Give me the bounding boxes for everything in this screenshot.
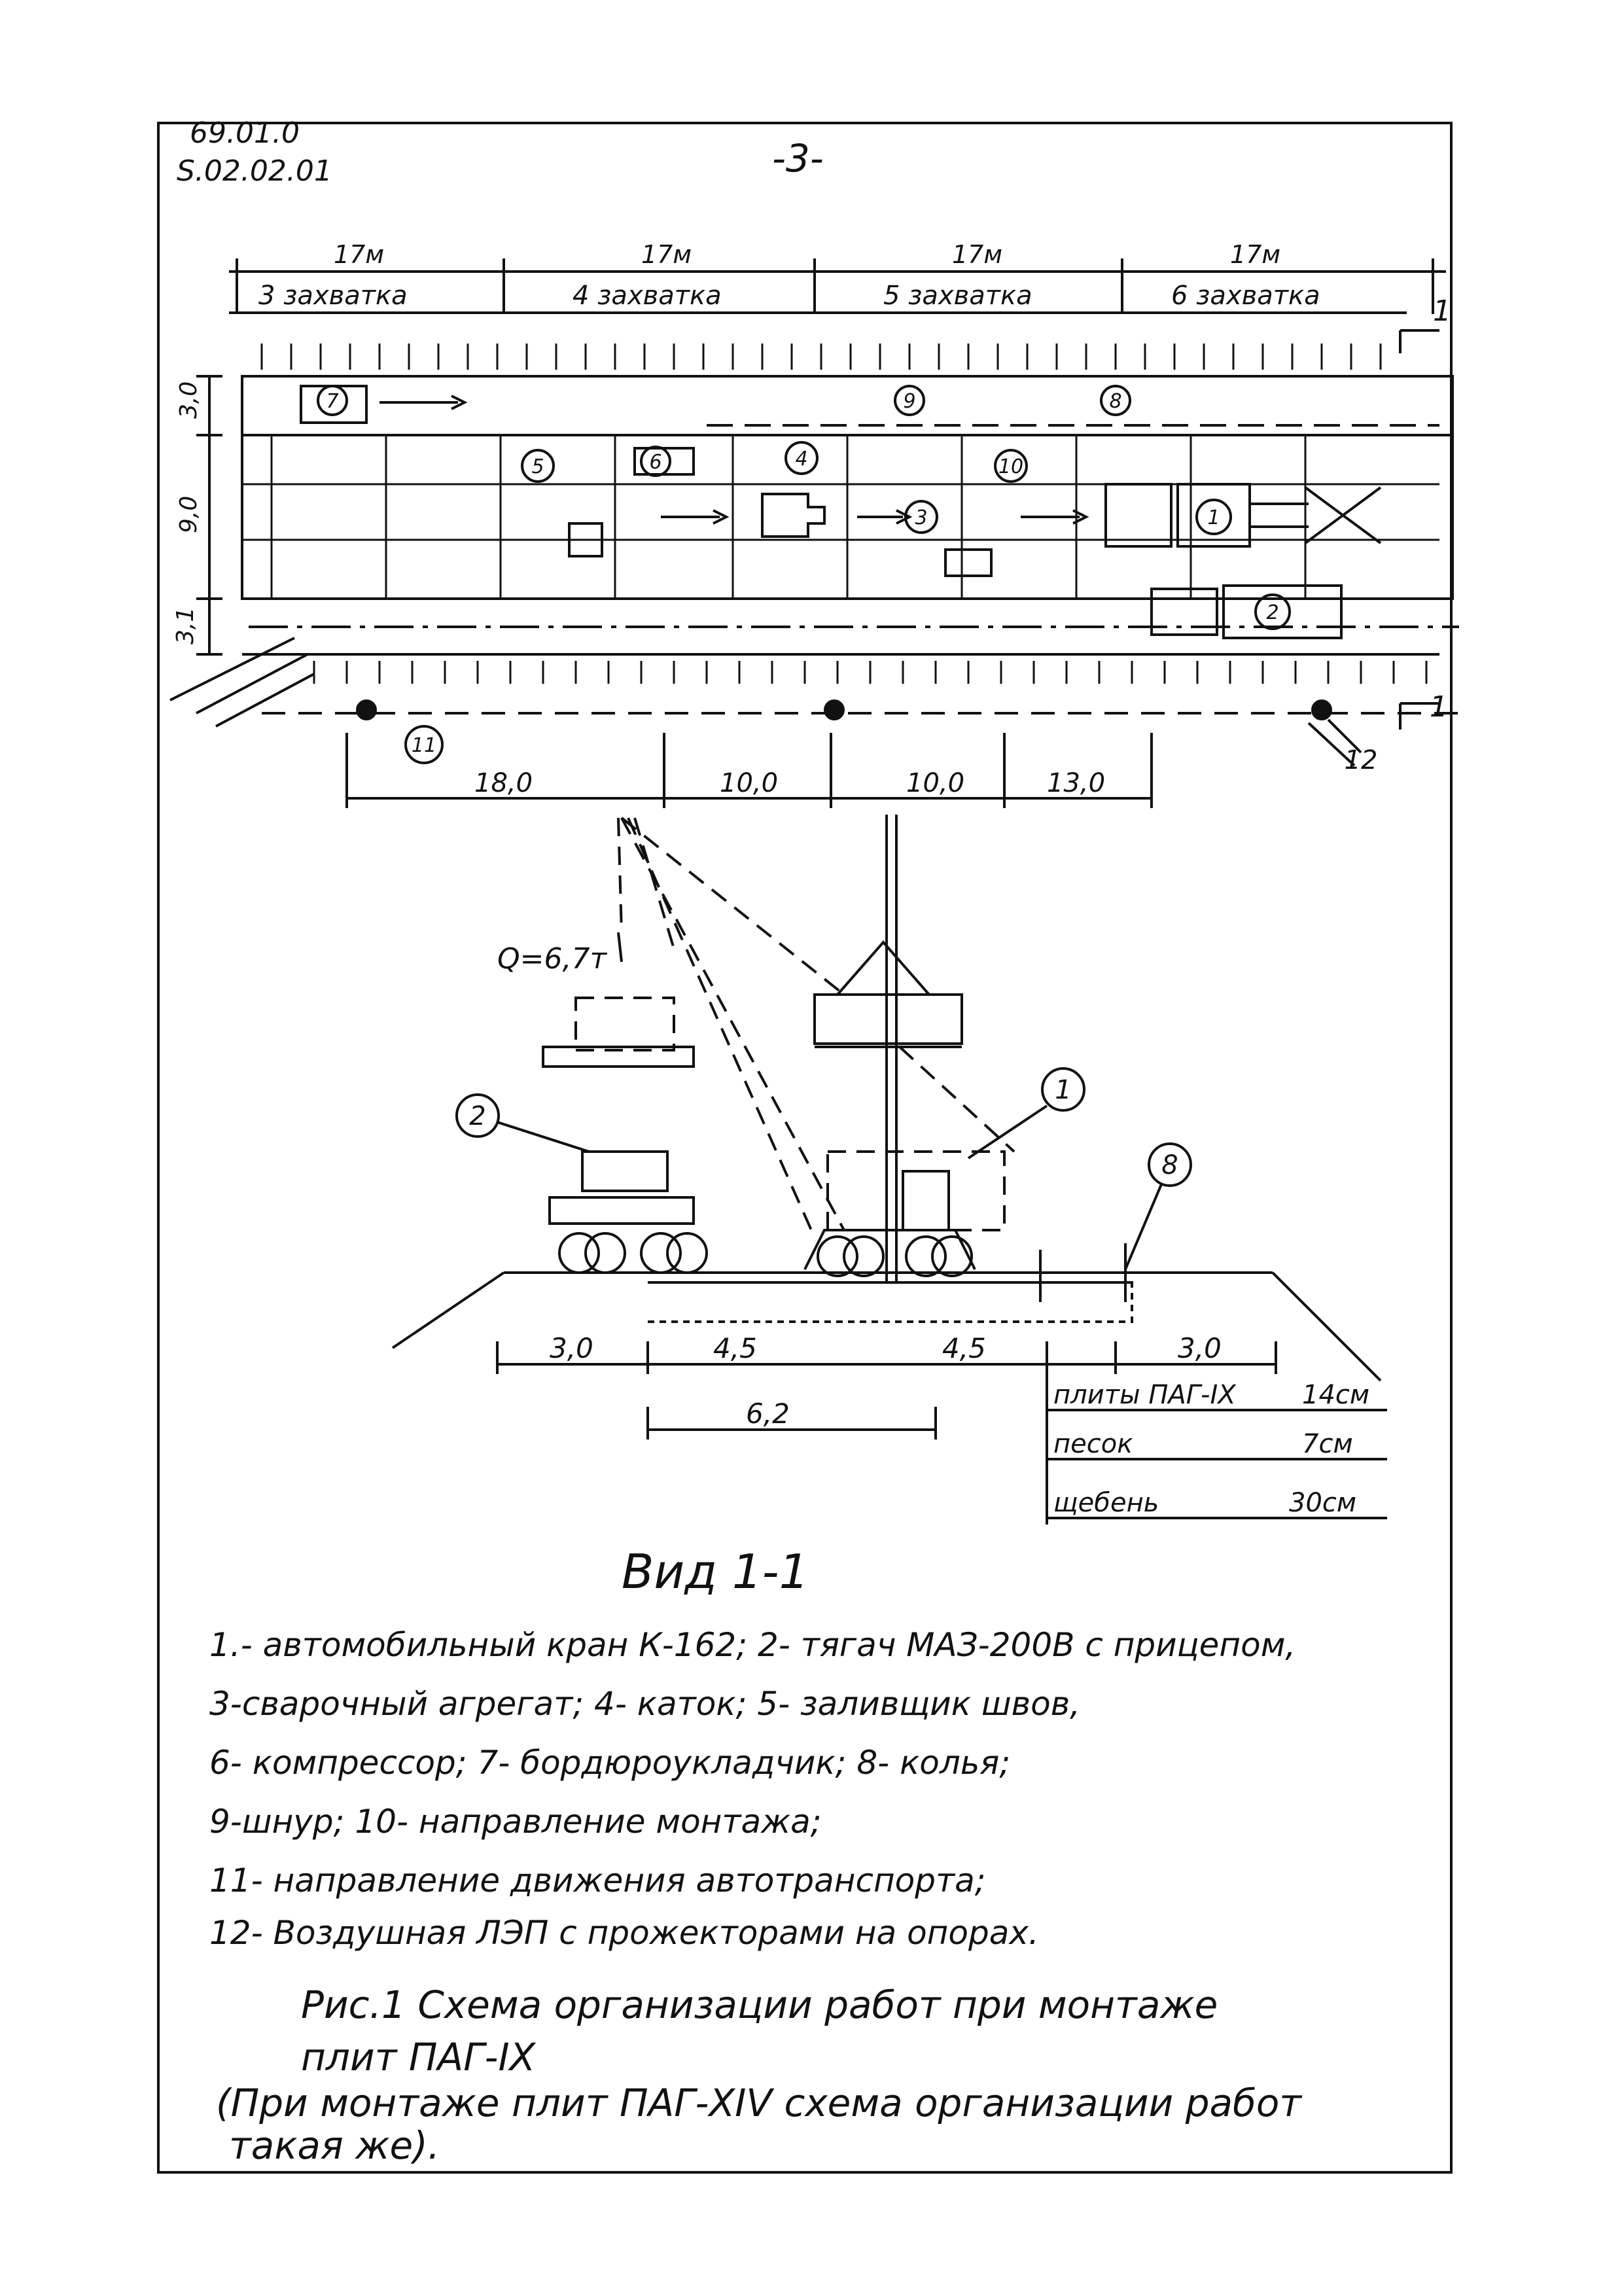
callout-11: 11 <box>412 734 436 757</box>
segment-length-3: 17м <box>952 240 1002 269</box>
section-callout-2: 2 <box>469 1101 485 1131</box>
layer-3-material: щебень <box>1053 1488 1159 1518</box>
left-dim-2: 9,0 <box>175 496 202 533</box>
plan-left-dims: 3,0 9,0 3,1 <box>172 381 202 645</box>
callout-2: 2 <box>1266 601 1278 624</box>
bottom-dim-2: 10,0 <box>720 768 778 798</box>
view-title: Вид 1-1 <box>622 1544 809 1599</box>
section-view <box>391 815 1387 1525</box>
layer-2-thickness: 7см <box>1302 1429 1353 1459</box>
section-dim-4: 3,0 <box>1178 1332 1222 1364</box>
segment-length-1: 17м <box>334 240 384 269</box>
callout-7: 7 <box>326 390 338 413</box>
stamp-line2: S.02.02.01 <box>177 154 332 188</box>
legend-line-4: 9-шнур; 10- направление монтажа; <box>209 1803 822 1841</box>
stamp-line1: 69.01.0 <box>190 116 300 150</box>
section-dims: 3,0 4,5 4,5 3,0 6,2 <box>550 1332 1222 1430</box>
layer-1-thickness: 14см <box>1302 1380 1369 1410</box>
layer-1-material: плиты ПАГ-IX <box>1053 1380 1237 1410</box>
layer-3-thickness: 30см <box>1289 1488 1356 1518</box>
callout-4: 4 <box>795 448 807 470</box>
callout-1: 1 <box>1207 506 1220 529</box>
callout-5: 5 <box>531 455 544 478</box>
section-mark-top: 1 <box>1433 294 1451 328</box>
segment-name-4: 6 захватка <box>1171 281 1320 311</box>
segment-name-1: 3 захватка <box>258 281 408 311</box>
callout-8: 8 <box>1109 390 1121 413</box>
legend-line-6: 12- Воздушная ЛЭП с прожекторами на опор… <box>209 1914 1039 1952</box>
section-callout-8: 8 <box>1161 1150 1178 1180</box>
section-callouts: 1 2 8 <box>469 1075 1178 1180</box>
section-dim-bottom: 6,2 <box>746 1398 790 1430</box>
legend-line-3: 6- компрессор; 7- бордюроукладчик; 8- ко… <box>209 1744 1011 1782</box>
segment-length-4: 17м <box>1230 240 1280 269</box>
plan-segment-lengths: 17м 17м 17м 17м <box>334 240 1280 269</box>
left-dim-1: 3,0 <box>175 381 202 419</box>
layer-2-material: песок <box>1053 1429 1133 1459</box>
bottom-dim-3: 10,0 <box>906 768 964 798</box>
left-dim-3: 3,1 <box>172 607 199 645</box>
plan-bottom-dims: 18,0 10,0 10,0 13,0 <box>474 768 1105 798</box>
plan-segment-names: 3 захватка 4 захватка 5 захватка 6 захва… <box>258 281 1320 311</box>
legend-line-5: 11- направление движения автотранспорта; <box>209 1862 986 1899</box>
section-dim-1: 3,0 <box>550 1332 593 1364</box>
bottom-dim-4: 13,0 <box>1047 768 1105 798</box>
callout-9: 9 <box>903 390 915 413</box>
plan-view <box>169 258 1459 808</box>
picket-ticks <box>260 344 1382 370</box>
callout-6: 6 <box>649 451 661 474</box>
caption-line-3: (При монтаже плит ПАГ-XIV схема организа… <box>216 2081 1302 2125</box>
section-callout-1: 1 <box>1055 1075 1071 1105</box>
layer-table: плиты ПАГ-IX 14см песок 7см щебень 30см <box>1053 1380 1369 1518</box>
segment-name-2: 4 захватка <box>573 281 722 311</box>
callout-3: 3 <box>915 506 927 529</box>
legend-line-1: 1.- автомобильный кран К-162; 2- тягач М… <box>209 1626 1296 1664</box>
plan-callout-numbers: 1 2 3 4 5 6 7 8 9 10 11 12 <box>326 390 1377 775</box>
section-dim-2: 4,5 <box>713 1332 757 1364</box>
callout-12: 12 <box>1345 745 1378 775</box>
caption-line-1: Рис.1 Схема организации работ при монтаж… <box>301 1983 1218 2027</box>
caption-line-2: плит ПАГ-IX <box>301 2035 536 2079</box>
page-number: -3- <box>772 136 824 181</box>
drawing-frame <box>157 122 1453 2174</box>
segment-length-2: 17м <box>641 240 692 269</box>
callout-10: 10 <box>998 455 1023 478</box>
load-label: Q=6,7т <box>497 942 607 976</box>
bottom-dim-1: 18,0 <box>474 768 533 798</box>
legend-line-2: 3-сварочный агрегат; 4- каток; 5- заливщ… <box>209 1685 1081 1723</box>
segment-name-3: 5 захватка <box>883 281 1032 311</box>
section-mark-bottom: 1 <box>1430 690 1448 724</box>
caption-line-4: такая же). <box>229 2123 440 2168</box>
section-dim-3: 4,5 <box>942 1332 986 1364</box>
